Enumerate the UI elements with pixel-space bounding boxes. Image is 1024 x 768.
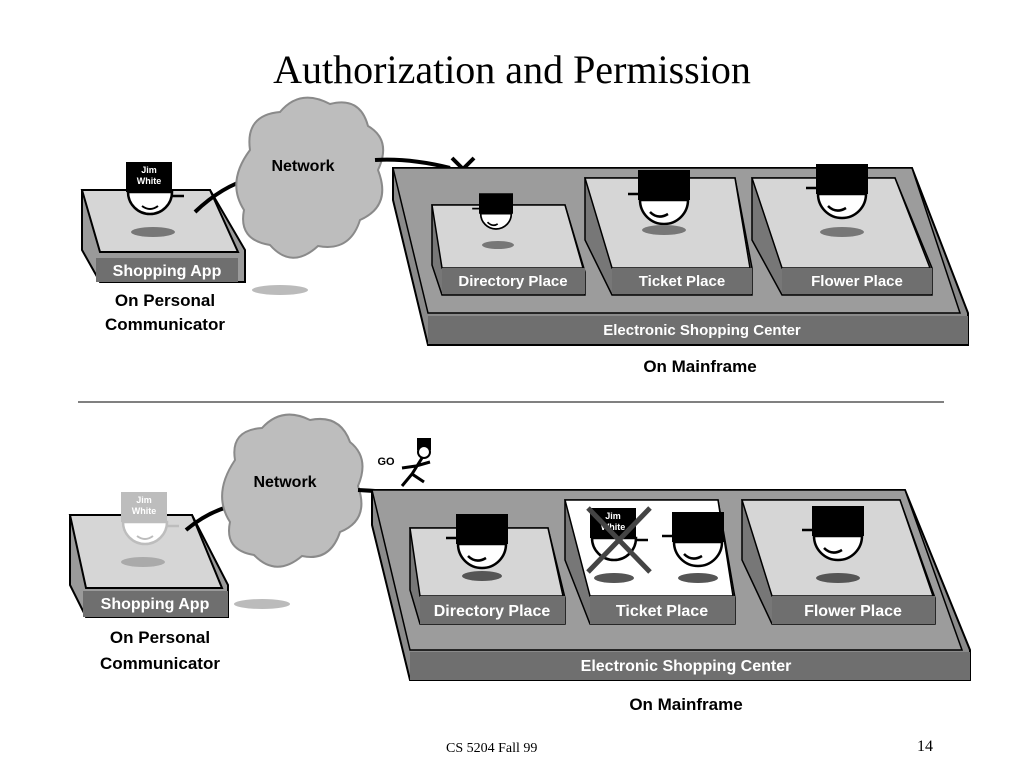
bottom-directory-place: Directory Place [409,512,566,625]
top-device: Shopping App Jim White On Personal Commu… [80,162,246,334]
bottom-device: Shopping App Jim White On Personal Commu… [68,492,229,673]
top-place-label-ticket: Ticket Place [639,273,725,290]
bottom-flower-place: Flower Place [740,499,936,625]
bottom-place-label-flower: Flower Place [804,603,902,620]
bottom-mainframe-caption: On Mainframe [629,695,742,714]
top-mainframe-caption: On Mainframe [643,357,756,376]
bottom-arrived-tag-line1: Jim [605,511,621,521]
bottom-network-label: Network [253,474,316,491]
top-directory-place: Directory Place [431,192,586,296]
top-flower-place: Flower Place [750,162,933,296]
top-device-caption-line1: On Personal [115,291,215,310]
bottom-go-label: GO [377,456,395,468]
bottom-scene: Shopping App Jim White On Personal Commu… [68,413,971,714]
top-arrow-network-center [374,157,451,170]
bottom-arrived-tag-line2: White [601,522,626,532]
top-scene: Shopping App Jim White On Personal Commu… [80,96,969,376]
top-device-caption-line2: Communicator [105,315,225,334]
bottom-place-label-ticket: Ticket Place [616,603,708,620]
bottom-running-agent-icon: GO [377,438,431,487]
bottom-device-caption-line2: Communicator [100,654,220,673]
top-device-label: Shopping App [113,263,222,280]
top-network-label: Network [271,158,334,175]
top-ticket-place: Ticket Place [583,168,753,296]
bottom-center-label: Electronic Shopping Center [581,658,792,675]
bottom-ticket-place: Ticket Place Jim White [564,499,736,625]
footer-course: CS 5204 Fall 99 [446,741,538,756]
bottom-device-label: Shopping App [101,596,210,613]
bottom-denied-x-icon [586,506,652,574]
top-place-label-directory: Directory Place [458,273,567,290]
bottom-place-label-directory: Directory Place [434,603,551,620]
bottom-ghost-tag-line1: Jim [136,495,152,505]
bottom-device-caption-line1: On Personal [110,628,210,647]
top-agent: Jim White [126,162,184,216]
footer-page-number: 14 [917,738,933,755]
top-agent-tag-line2: White [137,176,162,186]
bottom-shopping-center: Electronic Shopping Center Directory Pla… [371,489,971,681]
top-place-label-flower: Flower Place [811,273,903,290]
top-network-cloud: Network [235,96,385,295]
slide-title: Authorization and Permission [273,47,751,92]
bottom-ghost-tag-line2: White [132,506,157,516]
top-center-label: Electronic Shopping Center [603,322,801,339]
top-agent-tag-line1: Jim [141,165,157,175]
bottom-network-cloud: Network [221,413,364,609]
bottom-ghost-agent: Jim White [121,492,179,546]
top-shopping-center: Electronic Shopping Center Directory Pla… [392,162,969,346]
